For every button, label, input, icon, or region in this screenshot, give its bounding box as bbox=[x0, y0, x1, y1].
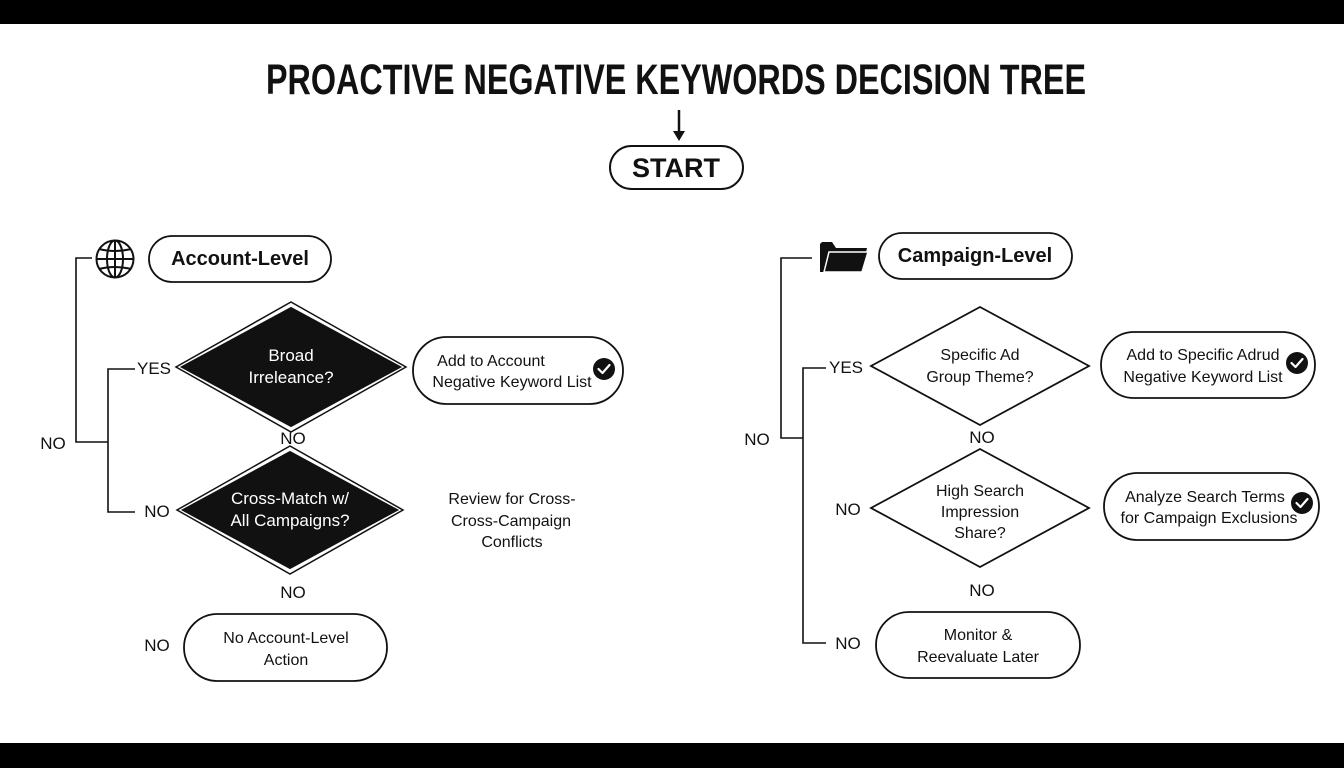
campaign-q2-line1: High Search bbox=[936, 483, 1024, 500]
account-final-line1: No Account-Level bbox=[223, 630, 348, 647]
campaign-level-branch bbox=[780, 257, 826, 644]
account-q2-note-line1: Review for Cross- bbox=[448, 491, 575, 508]
campaign-q2-action-line2: for Campaign Exclusions bbox=[1121, 510, 1298, 527]
account-q1-yes-label: YES bbox=[137, 359, 171, 378]
diagram-title: PROACTIVE NEGATIVE KEYWORDS DECISION TRE… bbox=[266, 56, 1086, 104]
analyze-search-terms-box[interactable]: Analyze Search Terms for Campaign Exclus… bbox=[1103, 472, 1320, 541]
campaign-q2-line2: Impression bbox=[941, 504, 1019, 521]
campaign-q1-line2: Group Theme? bbox=[926, 369, 1033, 386]
monitor-reevaluate-box[interactable]: Monitor & Reevaluate Later bbox=[875, 611, 1081, 679]
account-q2-branch-no-label: NO bbox=[144, 502, 170, 521]
campaign-q2-no-label: NO bbox=[969, 581, 995, 600]
account-q1-line1: Broad bbox=[268, 346, 313, 365]
campaign-q1-line1: Specific Ad bbox=[940, 347, 1019, 364]
campaign-ad-group-theme-decision[interactable]: Specific Ad Group Theme? bbox=[869, 305, 1091, 427]
account-final-no-label: NO bbox=[144, 636, 170, 655]
add-to-ad-group-negative-list-box[interactable]: Add to Specific Adrud Negative Keyword L… bbox=[1100, 331, 1316, 399]
campaign-final-no-label: NO bbox=[835, 634, 861, 653]
account-q1-no-label: NO bbox=[280, 429, 306, 448]
review-cross-campaign-note: Review for Cross- Cross-Campaign Conflic… bbox=[448, 491, 575, 551]
top-black-bar bbox=[0, 0, 1344, 24]
add-to-account-negative-list-box[interactable]: Add to Account Negative Keyword List bbox=[412, 336, 624, 405]
account-final-line2: Action bbox=[264, 652, 308, 669]
campaign-level-header-label: Campaign-Level bbox=[898, 245, 1052, 267]
account-outer-no-label: NO bbox=[40, 434, 66, 453]
account-q2-line2: All Campaigns? bbox=[230, 511, 349, 530]
account-level-header[interactable]: Account-Level bbox=[148, 235, 332, 283]
bottom-black-bar bbox=[0, 743, 1344, 768]
account-cross-match-decision[interactable]: Cross-Match w/ All Campaigns? bbox=[175, 445, 405, 575]
check-circle-icon bbox=[593, 358, 615, 380]
check-circle-icon bbox=[1291, 492, 1313, 514]
no-account-level-action-box[interactable]: No Account-Level Action bbox=[183, 613, 388, 682]
campaign-q1-action-line1: Add to Specific Adrud bbox=[1127, 347, 1280, 364]
account-broad-irrelevance-decision[interactable]: Broad Irreleance? bbox=[174, 301, 408, 433]
start-label: START bbox=[632, 153, 720, 183]
account-q1-action-line2: Negative Keyword List bbox=[432, 374, 592, 391]
check-circle-icon bbox=[1286, 352, 1308, 374]
account-q2-no-label: NO bbox=[280, 583, 306, 602]
campaign-q2-branch-no-label: NO bbox=[835, 500, 861, 519]
account-level-branch bbox=[75, 257, 135, 513]
account-q2-note-line2: Cross-Campaign bbox=[451, 513, 571, 530]
campaign-final-line1: Monitor & bbox=[944, 627, 1013, 644]
account-q1-action-line1: Add to Account bbox=[437, 353, 545, 370]
campaign-q2-line3: Share? bbox=[954, 525, 1006, 542]
campaign-level-header[interactable]: Campaign-Level bbox=[878, 232, 1073, 280]
campaign-q1-action-line2: Negative Keyword List bbox=[1123, 369, 1283, 386]
account-level-header-label: Account-Level bbox=[171, 248, 309, 270]
globe-icon bbox=[95, 239, 135, 279]
campaign-q1-no-label: NO bbox=[969, 428, 995, 447]
start-arrow bbox=[673, 110, 685, 141]
folder-icon bbox=[820, 242, 870, 273]
account-q2-note-line3: Conflicts bbox=[481, 534, 542, 551]
account-q1-line2: Irreleance? bbox=[248, 368, 333, 387]
account-q2-line1: Cross-Match w/ bbox=[231, 489, 349, 508]
campaign-outer-no-label: NO bbox=[744, 430, 770, 449]
campaign-impression-share-decision[interactable]: High Search Impression Share? bbox=[869, 447, 1091, 569]
campaign-final-line2: Reevaluate Later bbox=[917, 649, 1040, 666]
campaign-q1-yes-label: YES bbox=[829, 358, 863, 377]
start-node[interactable]: START bbox=[609, 145, 744, 190]
campaign-q2-action-line1: Analyze Search Terms bbox=[1125, 489, 1285, 506]
